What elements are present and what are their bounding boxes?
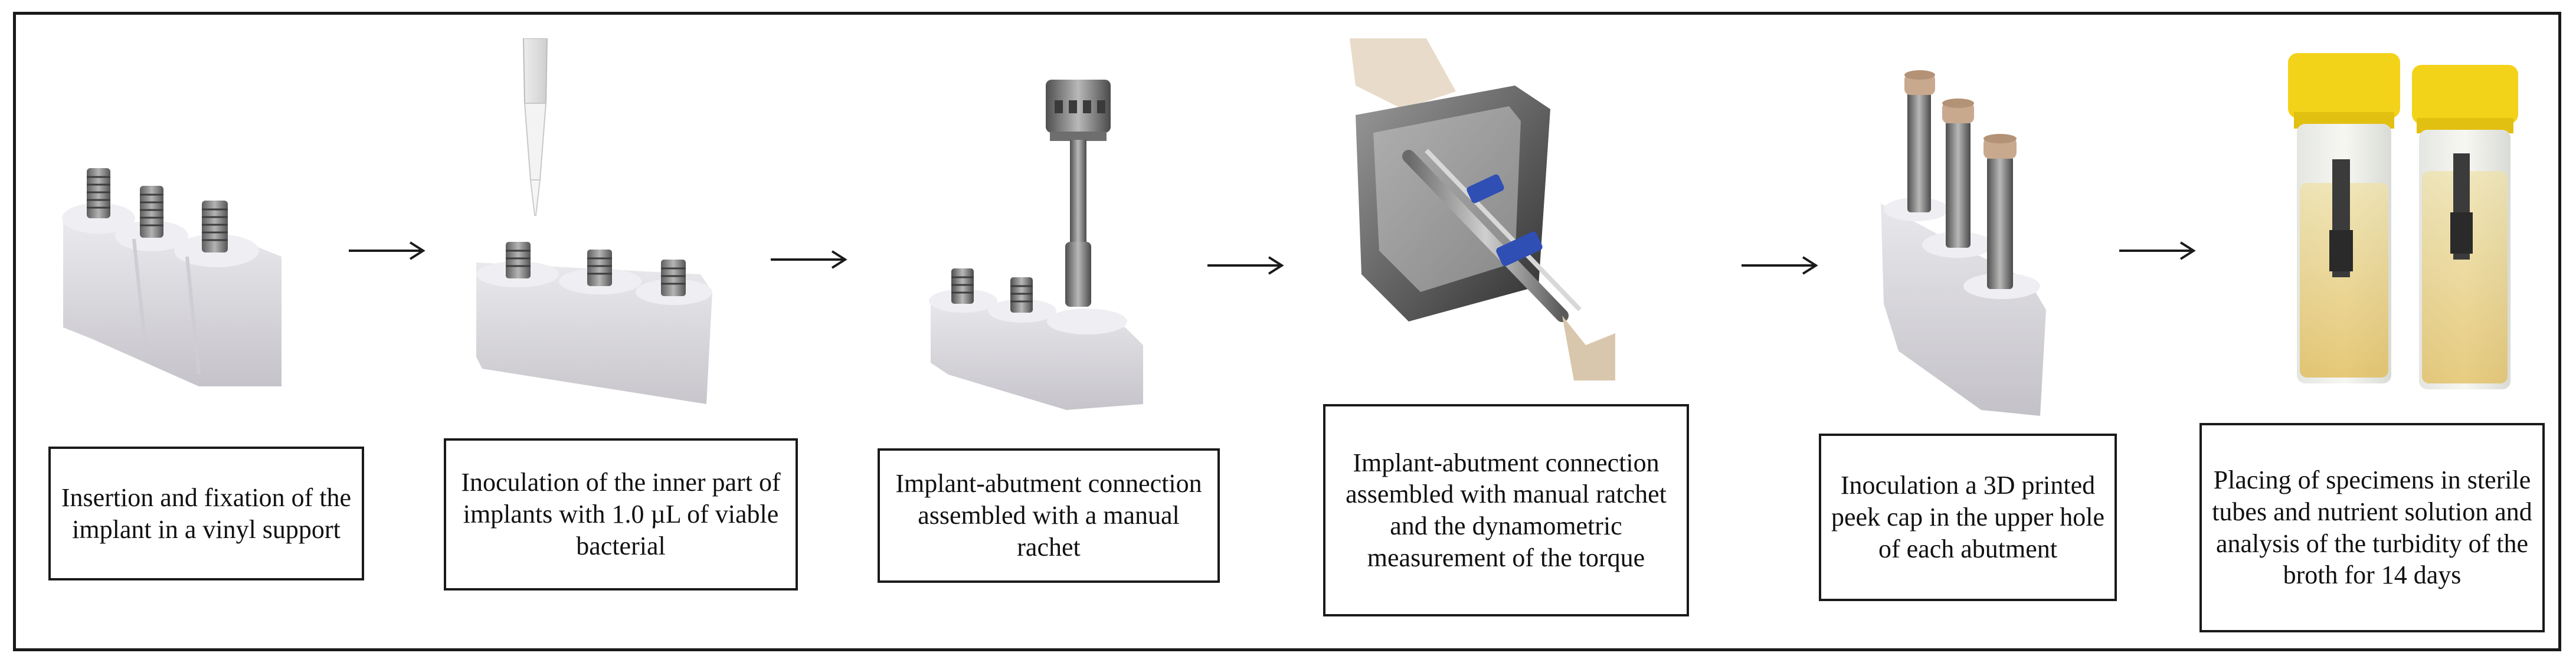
arrow-right-icon (1742, 256, 1818, 275)
peek-caps-on-abutments-image (1881, 70, 2046, 416)
arrow-right-icon (771, 250, 847, 269)
implants-in-vinyl-support-image (62, 168, 282, 386)
step-1: Insertion and fixation of the implant in… (16, 15, 394, 648)
pipette-inoculating-implants-image (476, 38, 712, 404)
step-5: Inoculation a 3D printed peek cap in the… (1792, 15, 2158, 648)
step-6-caption: Placing of specimens in sterile tubes an… (2199, 423, 2545, 632)
manual-rachet-assembly-image (929, 80, 1143, 410)
step-3: Implant-abutment connection assembled wi… (854, 15, 1267, 648)
arrow-right-icon (1207, 256, 1284, 275)
arrow-right-icon (2119, 241, 2196, 260)
figure-frame: Insertion and fixation of the implant in… (13, 12, 2561, 651)
arrow-right-icon (349, 241, 425, 260)
specimen-tubes-with-broth-image (2288, 53, 2518, 389)
step-6: Placing of specimens in sterile tubes an… (2188, 15, 2559, 648)
step-5-caption: Inoculation a 3D printed peek cap in the… (1819, 434, 2117, 601)
step-2-caption: Inoculation of the inner part of implant… (444, 438, 798, 590)
step-4: Implant-abutment connection assembled wi… (1291, 15, 1751, 648)
step-4-caption: Implant-abutment connection assembled wi… (1323, 404, 1689, 616)
step-3-caption: Implant-abutment connection assembled wi… (878, 448, 1220, 583)
step-2: Inoculation of the inner part of implant… (417, 15, 842, 648)
torque-dynamometer-measurement-image (1350, 38, 1615, 380)
step-1-caption: Insertion and fixation of the implant in… (48, 447, 364, 580)
